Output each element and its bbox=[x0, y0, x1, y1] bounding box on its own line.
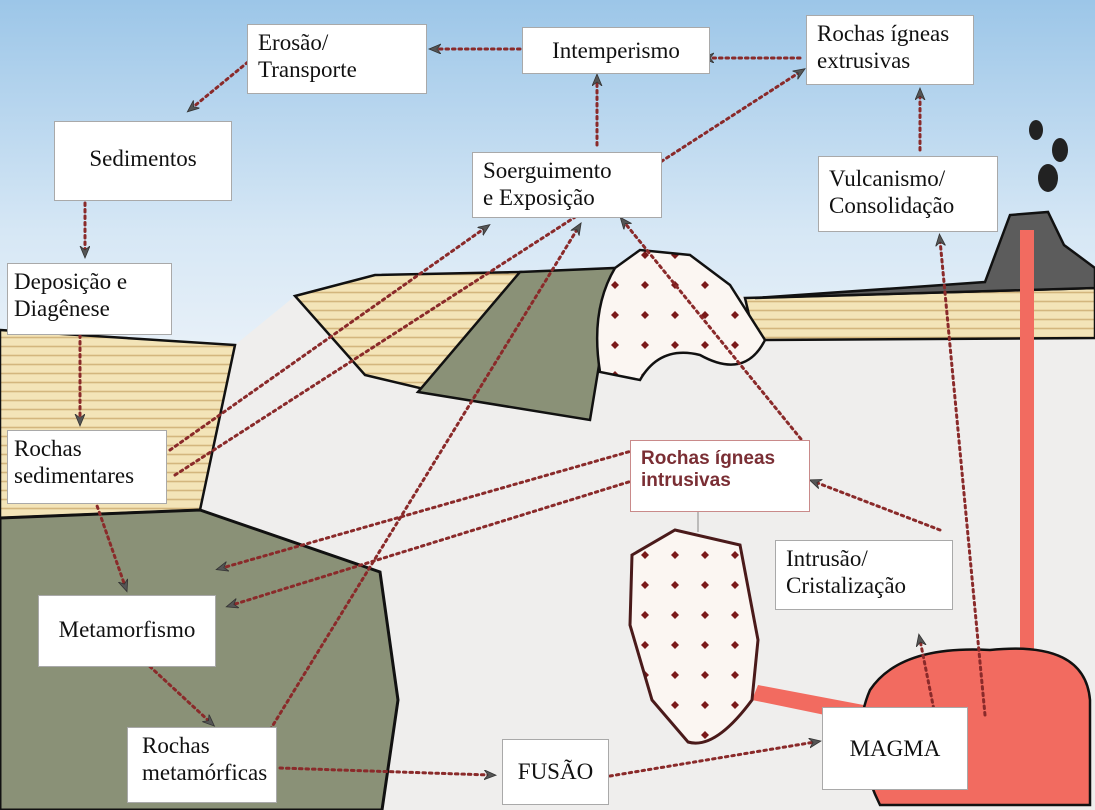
label-deposicao-diagenese: Deposição e Diagênese bbox=[7, 263, 172, 335]
label-soerguimento-exposicao: Soerguimento e Exposição bbox=[472, 152, 662, 218]
volcanic-plume bbox=[1038, 164, 1058, 192]
magma-conduit bbox=[1020, 230, 1034, 700]
label-rochas-igneas-extrusivas: Rochas ígneas extrusivas bbox=[806, 15, 974, 85]
label-rochas-metamorficas: Rochas metamórficas bbox=[127, 727, 277, 803]
volcanic-plume bbox=[1052, 138, 1068, 162]
label-rochas-sedimentares: Rochas sedimentares bbox=[7, 430, 167, 504]
volcanic-plume bbox=[1029, 120, 1043, 140]
label-magma: MAGMA bbox=[822, 707, 968, 790]
label-erosao-transporte: Erosão/ Transporte bbox=[247, 24, 427, 94]
label-vulcanismo-consolidacao: Vulcanismo/ Consolidação bbox=[818, 156, 998, 232]
label-metamorfismo: Metamorfismo bbox=[38, 595, 216, 667]
label-intrusao-cristalizacao: Intrusão/ Cristalização bbox=[775, 540, 953, 610]
label-fusao: FUSÃO bbox=[502, 739, 609, 805]
label-sedimentos: Sedimentos bbox=[54, 121, 232, 201]
label-intemperismo: Intemperismo bbox=[522, 27, 710, 74]
label-rochas-igneas-intrusivas: Rochas ígneas intrusivas bbox=[630, 440, 810, 512]
